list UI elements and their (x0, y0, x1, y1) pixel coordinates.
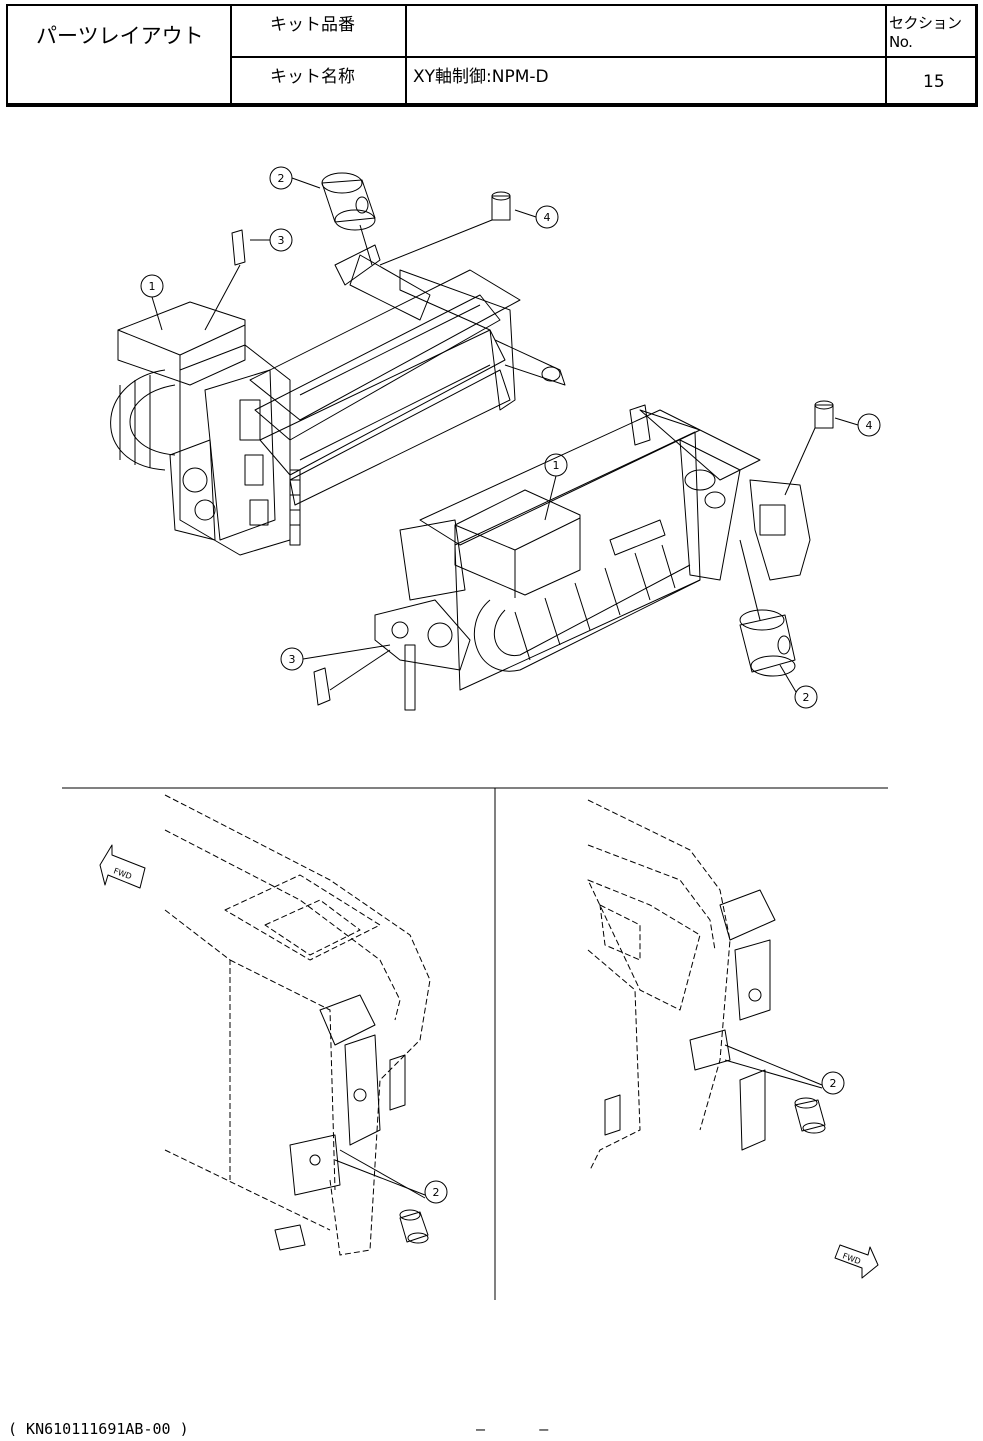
callouts-bottom-left (335, 1150, 447, 1243)
document-code: ( KN610111691AB-00 ) (8, 1420, 189, 1438)
callout-label: 4 (544, 211, 551, 224)
callout-label: 3 (278, 234, 285, 247)
callout-label: 4 (866, 419, 873, 432)
machine-cover-left (165, 795, 430, 1255)
machine-cover-left-solid (275, 995, 405, 1250)
callout-label: 2 (433, 1186, 440, 1199)
machine-cover-right (588, 800, 730, 1170)
callout-label: 2 (803, 691, 810, 704)
callout-label: 1 (149, 280, 156, 293)
callout-label: 1 (553, 459, 560, 472)
callout-label: 2 (278, 172, 285, 185)
page-marker: – – (476, 1420, 548, 1438)
callouts-top-left (141, 167, 558, 330)
xy-axis-assembly-left (111, 245, 565, 555)
fwd-label: FWD (112, 866, 133, 881)
fwd-arrow-left-icon (100, 845, 145, 888)
callout-label: 3 (289, 653, 296, 666)
callout-label: 2 (830, 1077, 837, 1090)
callouts-bottom-right (725, 1045, 844, 1133)
